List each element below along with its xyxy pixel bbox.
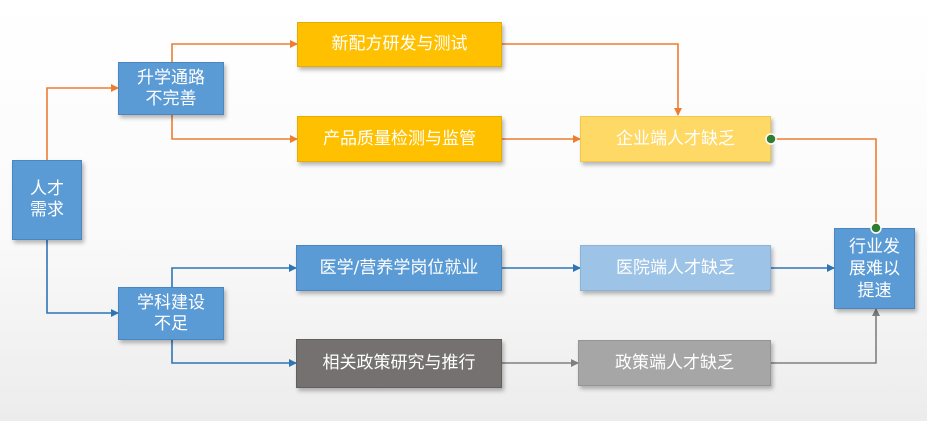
link-demand-to-discipline <box>46 240 119 317</box>
link-formula-to-enterprise <box>502 43 682 116</box>
node-industry-difficulty: 行业发 展难以 提速 <box>834 228 915 309</box>
node-discipline: 学科建设 不足 <box>118 287 224 340</box>
node-policy-shortage: 政策端人才缺乏 <box>578 340 771 386</box>
link-discipline-to-policy <box>171 340 297 367</box>
node-talent-demand: 人才 需求 <box>12 160 82 240</box>
link-enterprise-to-industry <box>771 138 877 228</box>
link-promotion-to-quality <box>171 115 298 143</box>
node-hospital-shortage: 医院端人才缺乏 <box>580 245 771 291</box>
node-medical-jobs: 医学/营养学岗位就业 <box>296 245 502 291</box>
node-promotion-path: 升学通路 不完善 <box>118 62 224 115</box>
link-demand-to-promotion <box>46 84 119 160</box>
link-policy-shortage-to-industry <box>771 308 880 364</box>
node-formula-rd: 新配方研发与测试 <box>297 22 502 67</box>
link-promotion-to-formula <box>171 40 298 62</box>
link-discipline-to-medical <box>171 264 297 287</box>
node-policy-research: 相关政策研究与推行 <box>296 339 502 388</box>
node-enterprise-shortage: 企业端人才缺乏 <box>580 116 771 162</box>
node-quality-control: 产品质量检测与监管 <box>297 116 502 162</box>
